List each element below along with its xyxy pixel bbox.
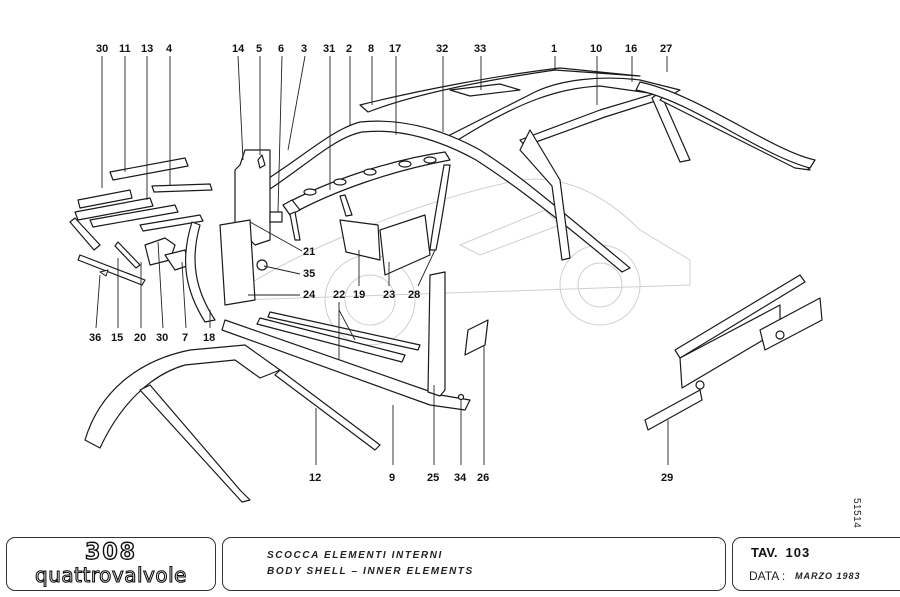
callout-24: 24: [248, 289, 316, 301]
callout-label: 2: [346, 43, 352, 55]
dashboard-panel: [282, 151, 451, 241]
callout-label: 36: [89, 332, 101, 344]
callouts: 30 11 13 4 14 5 6 3 31 2 8 17 32 33 1 10…: [89, 43, 673, 484]
callout-27: 27: [660, 43, 672, 72]
document-number: 51514: [851, 498, 862, 529]
logo-variant: quattrovalvole: [34, 562, 187, 587]
callout-36: 36: [89, 274, 101, 344]
callout-5: 5: [256, 43, 262, 155]
callout-label: 1: [551, 43, 557, 55]
callout-label: 8: [368, 43, 374, 55]
callout-30b: 30: [156, 241, 168, 344]
callout-2: 2: [346, 43, 352, 125]
callout-label: 27: [660, 43, 672, 55]
callout-19: 19: [353, 250, 365, 301]
callout-label: 16: [625, 43, 637, 55]
callout-label: 23: [383, 289, 395, 301]
logo-box: 308 quattrovalvole: [6, 537, 216, 591]
callout-label: 5: [256, 43, 262, 55]
callout-28: 28: [408, 249, 436, 301]
callout-label: 10: [590, 43, 602, 55]
callout-label: 6: [278, 43, 284, 55]
callout-label: 7: [182, 332, 188, 344]
rear-frame: [84, 344, 381, 503]
callout-1: 1: [551, 43, 557, 70]
callout-7: 7: [181, 261, 188, 344]
callout-label: 17: [389, 43, 401, 55]
callout-25: 25: [427, 385, 439, 484]
callout-15: 15: [111, 258, 123, 344]
callout-4: 4: [166, 43, 173, 185]
callout-26: 26: [477, 345, 489, 484]
callout-label: 4: [166, 43, 173, 55]
rear-bulkhead: [644, 274, 823, 431]
front-floor-parts: [69, 149, 283, 323]
date-value: MARZO 1983: [795, 571, 861, 581]
callout-10: 10: [590, 43, 602, 105]
callout-label: 22: [333, 289, 345, 301]
callout-11: 11: [119, 43, 131, 172]
callout-label: 3: [301, 43, 307, 55]
callout-17: 17: [389, 43, 401, 135]
callout-label: 33: [474, 43, 486, 55]
callout-21: 21: [249, 221, 315, 258]
title-italian: SCOCCA ELEMENTI INTERNI: [267, 550, 443, 561]
callout-label: 18: [203, 332, 215, 344]
callout-label: 19: [353, 289, 365, 301]
callout-20: 20: [134, 262, 146, 344]
callout-label: 9: [389, 472, 395, 484]
callout-13: 13: [141, 43, 153, 200]
title-box: SCOCCA ELEMENTI INTERNI BODY SHELL – INN…: [222, 537, 726, 591]
title-english: BODY SHELL – INNER ELEMENTS: [267, 566, 474, 577]
callout-14: 14: [232, 43, 245, 161]
callout-label: 25: [427, 472, 439, 484]
table-reference: TAV. 103: [751, 545, 810, 560]
date-label: DATA :: [749, 569, 786, 583]
callout-label: 24: [303, 289, 316, 301]
callout-label: 29: [661, 472, 673, 484]
reference-box: TAV. 103 DATA : MARZO 1983: [732, 537, 900, 591]
callout-label: 30: [96, 43, 108, 55]
callout-label: 30: [156, 332, 168, 344]
callout-label: 20: [134, 332, 146, 344]
callout-30a: 30: [96, 43, 108, 188]
callout-12: 12: [309, 408, 321, 484]
callout-label: 15: [111, 332, 123, 344]
callout-label: 26: [477, 472, 489, 484]
callout-label: 31: [323, 43, 335, 55]
tav-number: 103: [785, 545, 811, 560]
callout-9: 9: [389, 405, 395, 484]
windscreen-frame: [249, 120, 631, 273]
callout-label: 13: [141, 43, 153, 55]
callout-33: 33: [474, 43, 486, 90]
callout-label: 34: [454, 472, 467, 484]
callout-22: 22: [333, 289, 356, 360]
callout-label: 14: [232, 43, 245, 55]
callout-35: 35: [263, 265, 315, 280]
sill-parts: [221, 214, 489, 411]
callout-label: 28: [408, 289, 420, 301]
callout-label: 32: [436, 43, 448, 55]
callout-label: 35: [303, 268, 315, 280]
tav-label: TAV.: [751, 545, 778, 560]
callout-34: 34: [454, 393, 467, 484]
callout-23: 23: [383, 262, 395, 301]
roof-structure: [359, 67, 816, 171]
callout-29: 29: [661, 420, 673, 484]
callout-label: 12: [309, 472, 321, 484]
callout-6: 6: [277, 43, 284, 213]
callout-31: 31: [323, 43, 335, 190]
callout-32: 32: [436, 43, 448, 132]
logo-model: 308: [84, 539, 137, 565]
callout-8: 8: [368, 43, 374, 105]
callout-16: 16: [625, 43, 637, 82]
callout-label: 11: [119, 43, 131, 55]
callout-3: 3: [287, 43, 307, 151]
callout-18: 18: [203, 310, 215, 344]
callout-label: 21: [303, 246, 315, 258]
